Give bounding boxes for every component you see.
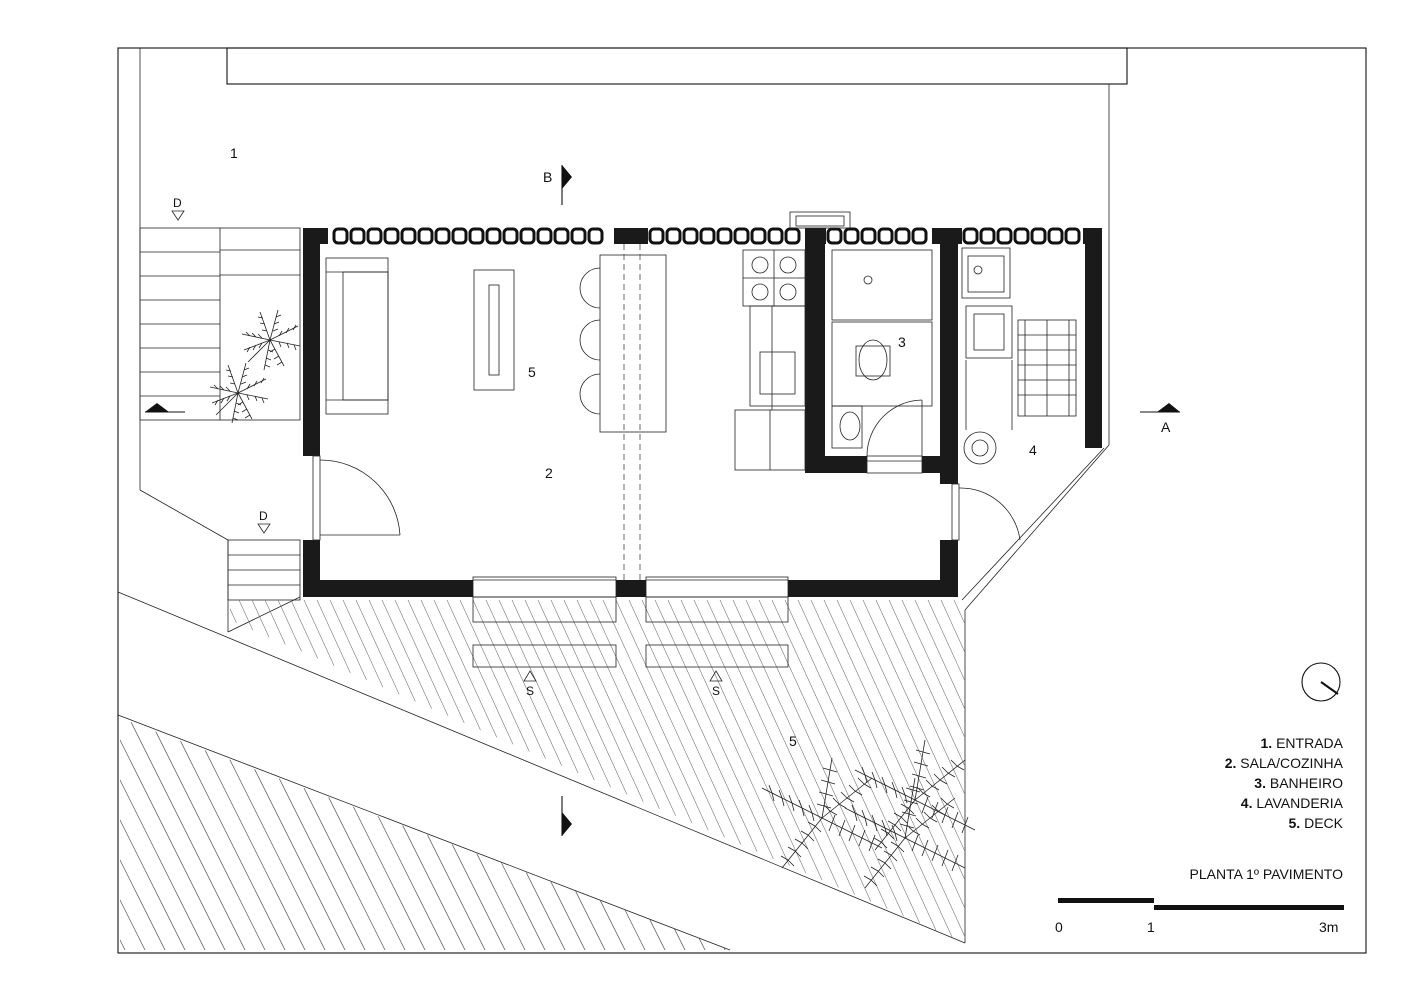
kitchen-island (599, 244, 667, 580)
level-down-1: D (171, 196, 185, 221)
entry-steps-bottom (227, 539, 301, 601)
laundry-door (951, 483, 1021, 541)
north-arrow (1301, 662, 1341, 702)
windows-south (472, 576, 789, 623)
bathroom-door (866, 399, 923, 474)
level-up-1: S (523, 670, 537, 698)
legend-item-4: 4. LAVANDERIA (1241, 795, 1344, 811)
section-b-top: B (543, 165, 572, 205)
drawing-frame (117, 47, 1367, 954)
entry-door (312, 455, 401, 541)
area-label-1: 1 (230, 145, 238, 161)
drawing-title: PLANTA 1º PAVIMENTO (1190, 866, 1344, 882)
palm-plant-1 (241, 309, 301, 371)
section-a-left (145, 403, 185, 413)
cobogo-wall (332, 227, 1081, 245)
legend-item-3: 3. BANHEIRO (1254, 775, 1343, 791)
legend-item-2: 2. SALA/COZINHA (1225, 755, 1344, 771)
deck-steps (472, 644, 789, 668)
entry-steps-top (139, 227, 301, 421)
level-up-2: S (709, 670, 723, 698)
section-a-right: A (1140, 403, 1180, 435)
stools (579, 267, 601, 415)
sofa (325, 257, 389, 415)
svg-text:S: S (712, 684, 720, 698)
coffee-table (473, 269, 515, 391)
level-down-2: D (257, 509, 271, 534)
section-a-label: A (1161, 419, 1171, 435)
scale-bar: 0 1 3m (1055, 898, 1344, 935)
area-label-5-deck: 5 (789, 733, 797, 749)
kitchen-counter (734, 249, 806, 471)
chimney (789, 211, 851, 229)
scale-tick-1: 1 (1147, 919, 1155, 935)
scale-tick-3m: 3m (1319, 919, 1338, 935)
drying-rack (1017, 319, 1077, 417)
slope-hatch (120, 718, 730, 950)
legend-item-5: 5. DECK (1289, 815, 1344, 831)
laundry-fixtures (961, 247, 1013, 465)
section-b-label: B (543, 169, 552, 185)
svg-text:D: D (259, 509, 268, 523)
section-b-bottom (561, 796, 572, 836)
room-legend: 1. ENTRADA 2. SALA/COZINHA 3. BANHEIRO 4. L… (1225, 735, 1344, 831)
scale-tick-0: 0 (1055, 919, 1063, 935)
area-label-4: 4 (1029, 442, 1037, 458)
top-boundary (226, 47, 1128, 85)
bathroom-fixtures (831, 249, 933, 449)
svg-text:D: D (173, 196, 182, 210)
area-label-5-inside: 5 (528, 364, 536, 380)
svg-text:S: S (526, 684, 534, 698)
area-label-3: 3 (898, 334, 906, 350)
building-walls (303, 228, 1102, 597)
area-label-2: 2 (545, 465, 553, 481)
legend-item-1: 1. ENTRADA (1261, 735, 1344, 751)
site-lines (117, 48, 1110, 951)
